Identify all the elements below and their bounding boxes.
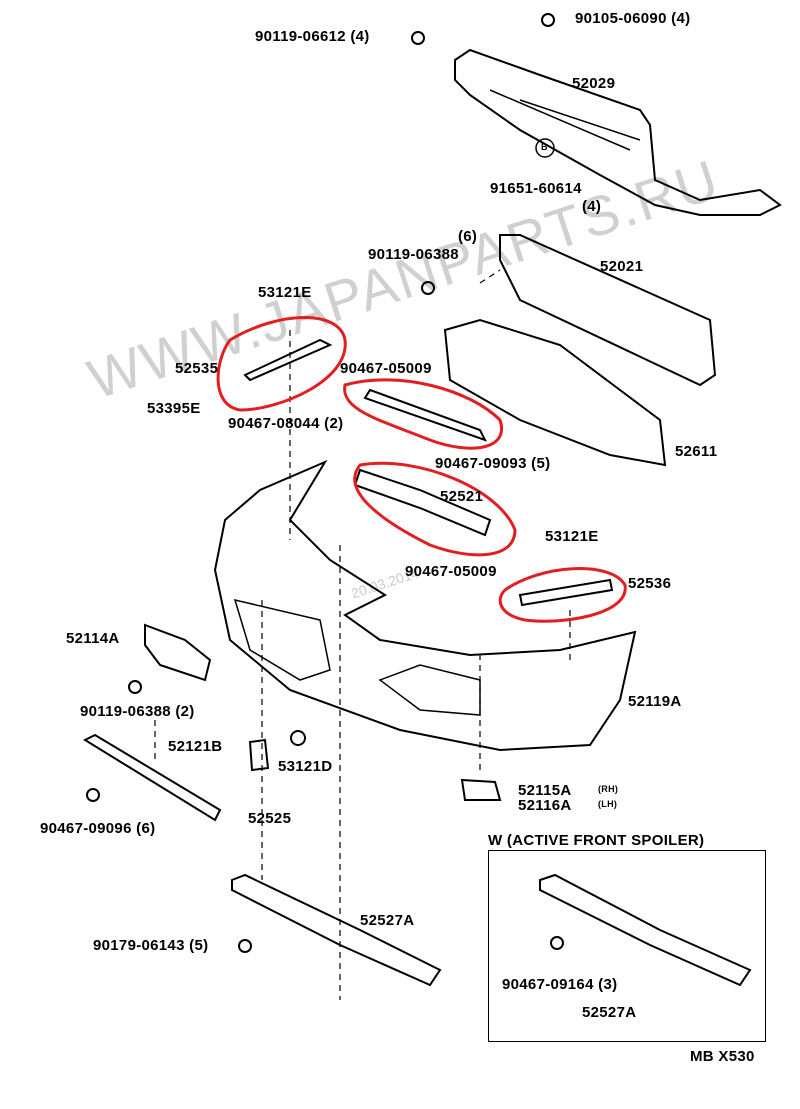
part-label: 52521 <box>440 488 484 505</box>
part-label: 53121D <box>278 758 333 775</box>
highlight-52536 <box>498 567 627 623</box>
active-front-spoiler-inset <box>488 850 766 1042</box>
part-label: 52021 <box>600 258 644 275</box>
part-label: 52536 <box>628 575 672 592</box>
part-label: 90105-06090 (4) <box>575 10 691 27</box>
support-52525 <box>82 733 222 822</box>
moulding-53395e <box>363 388 487 442</box>
part-label: (6) <box>458 228 478 245</box>
bracket-52115a <box>460 778 502 801</box>
clip-icon <box>86 788 100 802</box>
part-label: 52115A <box>518 782 572 799</box>
part-label: 90179-06143 (5) <box>93 937 209 954</box>
spoiler-52527a <box>231 873 442 987</box>
part-label: 90119-06612 (4) <box>255 28 370 45</box>
part-label: 90467-09096 (6) <box>40 820 156 837</box>
bolt-icon <box>411 31 425 45</box>
clip-icon <box>290 730 306 746</box>
part-label: 52116A <box>518 797 572 814</box>
highlight-52521 <box>353 461 517 557</box>
radiator-support-part <box>454 48 782 216</box>
absorber-part <box>443 318 667 467</box>
clip-icon <box>550 936 564 950</box>
inset-spoiler-part <box>539 873 752 987</box>
bolt-icon <box>541 13 555 27</box>
part-label: (4) <box>582 198 602 215</box>
part-label: 52114A <box>66 630 120 647</box>
part-label: 52029 <box>572 75 616 92</box>
footer-code: MB X530 <box>690 1048 755 1065</box>
moulding-52535 <box>243 338 333 382</box>
part-label: 52119A <box>628 693 682 710</box>
bumper-cover-part <box>213 459 637 752</box>
part-label: (LH) <box>598 799 618 809</box>
part-label: 90467-09164 (3) <box>502 976 618 993</box>
part-label: 90119-06388 <box>368 246 459 263</box>
marker-b: B <box>541 142 548 152</box>
part-label: 90467-09093 (5) <box>435 455 551 472</box>
part-label: 90467-05009 <box>340 360 432 377</box>
part-label: 90467-08044 (2) <box>228 415 344 432</box>
part-label: 52527A <box>360 912 415 929</box>
bracket-52114a <box>144 623 212 682</box>
inset-title: W (ACTIVE FRONT SPOILER) <box>488 832 705 849</box>
bolt-icon <box>128 680 142 694</box>
part-label: 90119-06388 (2) <box>80 703 195 720</box>
marker-b-circle <box>535 138 555 158</box>
nut-icon <box>238 939 252 953</box>
moulding-52536 <box>518 578 614 607</box>
part-label: 90467-05009 <box>405 563 497 580</box>
part-label: 53121E <box>545 528 599 545</box>
part-label: 52611 <box>675 443 718 460</box>
part-label: 52525 <box>248 810 292 827</box>
reinforcement-part <box>499 234 717 387</box>
part-label: 53395E <box>147 400 201 417</box>
part-label: 91651-60614 <box>490 180 582 197</box>
part-label: 52535 <box>175 360 219 377</box>
bracket-52121b <box>248 738 270 772</box>
part-label: 52121B <box>168 738 223 755</box>
bolt-icon <box>421 281 435 295</box>
highlight-53395e <box>343 378 504 450</box>
part-label: 53121E <box>258 284 312 301</box>
part-label: (RH) <box>598 784 619 794</box>
highlight-52535 <box>216 316 347 412</box>
part-label: 52527A <box>582 1004 637 1021</box>
